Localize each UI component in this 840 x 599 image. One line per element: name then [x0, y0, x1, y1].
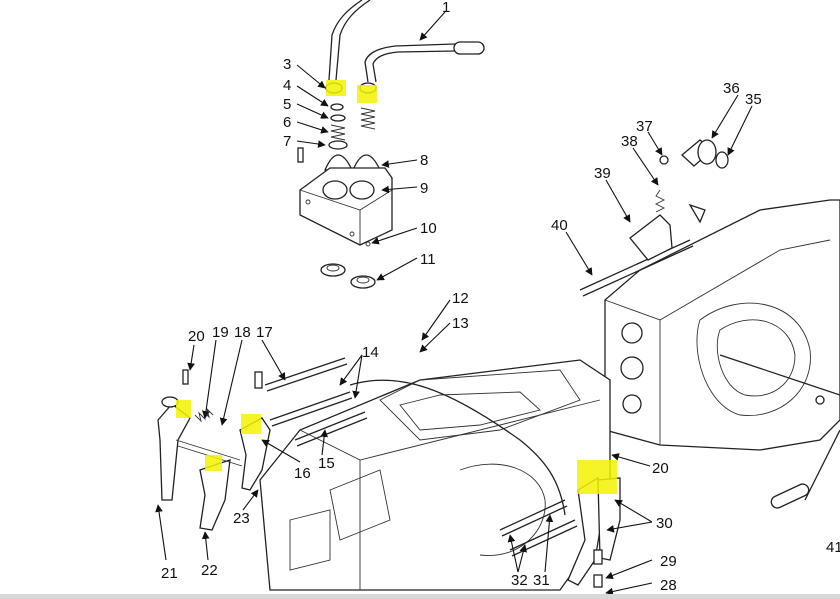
callout-9: 9: [420, 180, 428, 197]
callout-18: 18: [234, 324, 251, 341]
coupler-sleeve: [681, 139, 729, 169]
bottom-scrollbar-strip: [0, 594, 840, 599]
callout-19: 19: [212, 324, 229, 341]
gearbox-case: [259, 359, 611, 591]
shift-lever-assembly: [325, 0, 485, 94]
callout-4: 4: [283, 77, 291, 94]
callout-39: 39: [594, 165, 611, 182]
callout-6: 6: [283, 114, 291, 131]
callout-1: 1: [442, 0, 450, 16]
callout-36: 36: [723, 80, 740, 97]
leader-lines: [155, 11, 753, 596]
callout-22: 22: [201, 562, 218, 579]
spring-stack: [297, 103, 376, 163]
callout-29: 29: [660, 553, 677, 570]
selector-shaft: [579, 155, 706, 297]
highlight-box: [577, 460, 617, 494]
callout-10: 10: [420, 220, 437, 237]
oil-seals: [320, 263, 376, 289]
callout-31: 31: [533, 572, 550, 589]
callout-3: 3: [283, 56, 291, 73]
callout-13: 13: [452, 315, 469, 332]
callout-38: 38: [621, 133, 638, 150]
callout-23: 23: [233, 510, 250, 527]
callout-14: 14: [362, 344, 379, 361]
highlight-box: [176, 400, 191, 418]
callout-16: 16: [294, 465, 311, 482]
shift-forks-right: [499, 477, 621, 588]
callout-21: 21: [161, 565, 178, 582]
highlight-box: [241, 414, 261, 434]
callout-35: 35: [745, 91, 762, 108]
shift-cover-housing: [299, 167, 393, 247]
highlight-box: [326, 80, 346, 96]
transmission-housing: [604, 199, 840, 451]
callout-41: 41: [826, 539, 840, 556]
callout-20-right: 20: [652, 460, 669, 477]
callout-labels: 1 3 4 5 6 7 8 9 10 11 12 13 14 15 16 17 …: [161, 0, 840, 594]
callout-11: 11: [420, 251, 436, 268]
callout-5: 5: [283, 96, 291, 113]
highlight-box: [205, 455, 222, 471]
callout-12: 12: [452, 290, 469, 307]
callout-32: 32: [511, 572, 528, 589]
callout-15: 15: [318, 455, 335, 472]
callout-17: 17: [256, 324, 273, 341]
callout-7: 7: [283, 133, 291, 150]
callout-28: 28: [660, 577, 677, 594]
rubber-boots: [324, 154, 382, 171]
highlight-box: [357, 85, 377, 103]
callout-37: 37: [636, 118, 653, 135]
callout-8: 8: [420, 152, 428, 169]
shift-forks-left: [157, 369, 271, 531]
callout-20: 20: [188, 328, 205, 345]
callout-40: 40: [551, 217, 568, 234]
hand-lever: [770, 395, 840, 509]
callout-30: 30: [656, 515, 673, 532]
